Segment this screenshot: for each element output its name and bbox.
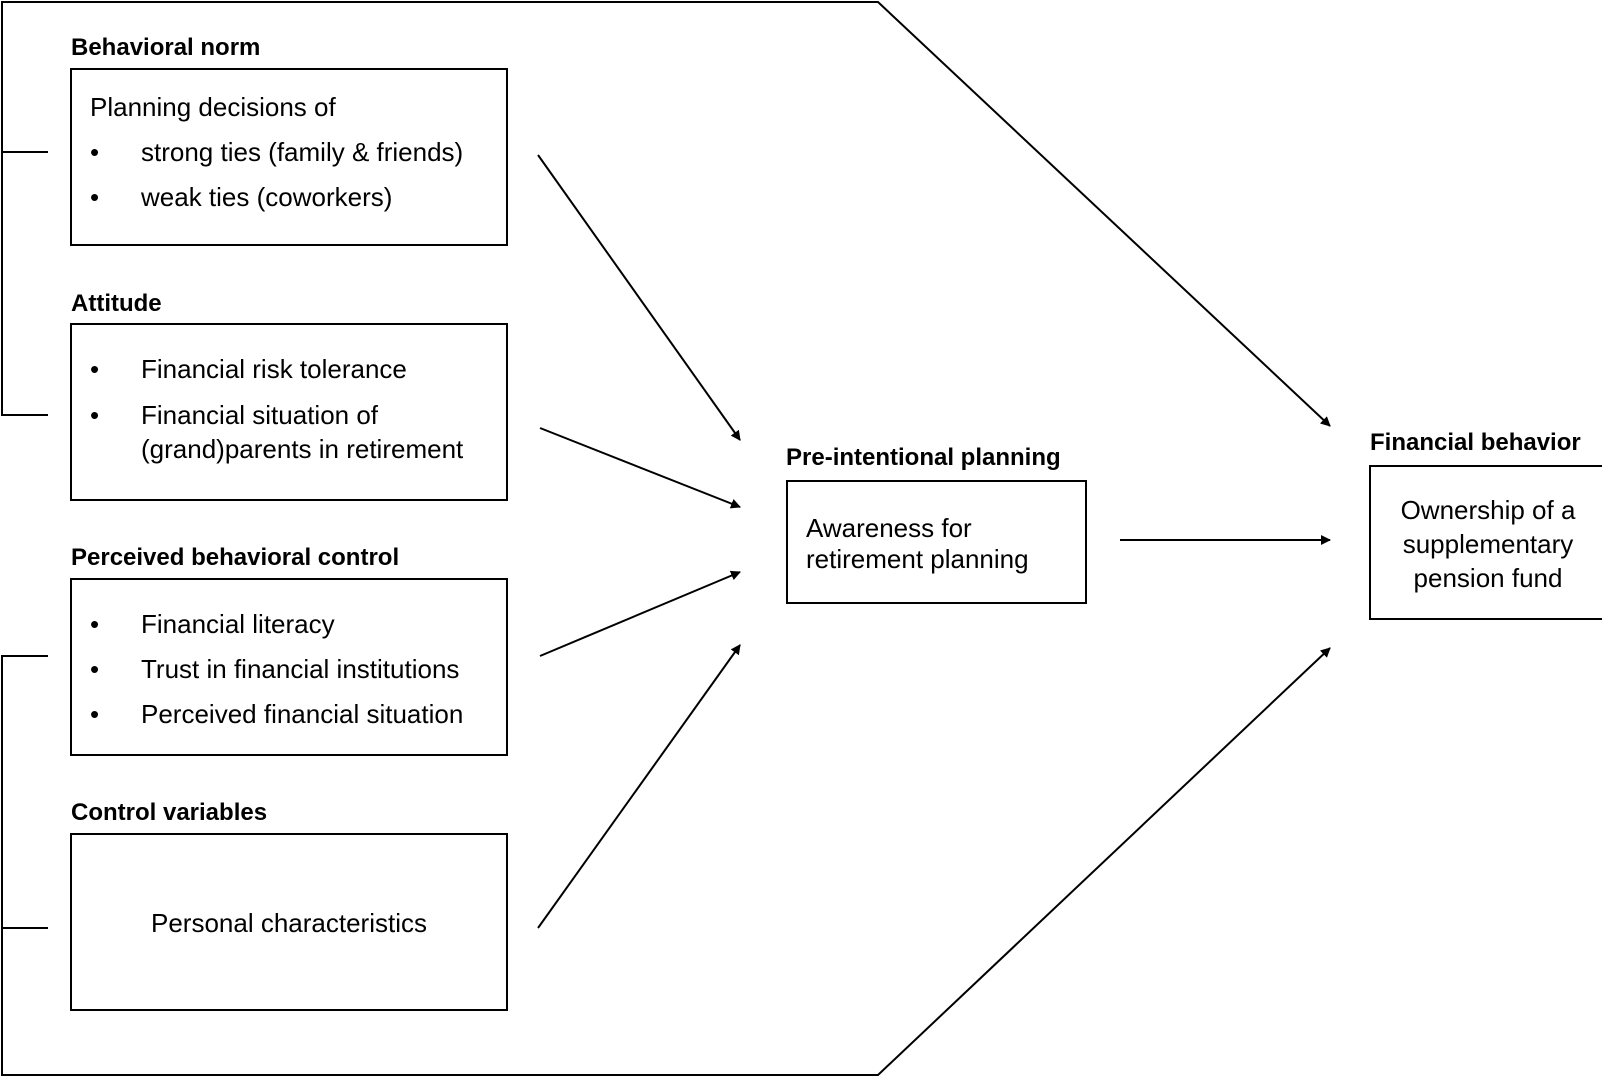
financial-behavior-line: supplementary bbox=[1402, 529, 1574, 559]
arrow-control-variables-to-planning bbox=[537, 644, 741, 929]
bullet-icon: • bbox=[90, 699, 100, 729]
pre-intentional-planning-box: Awareness for retirement planning bbox=[786, 480, 1087, 604]
arrow-control-to-planning bbox=[539, 570, 741, 657]
arrow-attitude-to-planning bbox=[539, 427, 741, 509]
bullet-icon: • bbox=[90, 354, 100, 384]
behavioral-norm-box: Planning decisions of • strong ties (fam… bbox=[70, 68, 508, 246]
financial-behavior-heading: Financial behavior bbox=[1370, 429, 1581, 456]
top-bracket-connector bbox=[1, 1, 1331, 427]
planning-line: Awareness for bbox=[806, 513, 972, 543]
control-variables-heading: Control variables bbox=[71, 799, 268, 826]
behavioral-norm-heading: Behavioral norm bbox=[71, 34, 261, 61]
bullet-icon: • bbox=[90, 609, 100, 639]
control-variables-text: Personal characteristics bbox=[151, 908, 427, 938]
behavioral-norm-intro: Planning decisions of bbox=[90, 92, 336, 122]
attitude-heading: Attitude bbox=[71, 290, 162, 317]
pre-intentional-planning-heading: Pre-intentional planning bbox=[786, 444, 1061, 471]
perceived-control-heading: Perceived behavioral control bbox=[71, 544, 400, 571]
bullet-icon: • bbox=[90, 654, 100, 684]
top-bracket-lower-tick bbox=[1, 152, 48, 416]
bullet-icon: • bbox=[90, 182, 100, 212]
financial-behavior-line: pension fund bbox=[1413, 563, 1563, 593]
bullet-icon: • bbox=[90, 137, 100, 167]
attitude-box: • Financial risk tolerance • Financial s… bbox=[70, 323, 508, 501]
planning-line: retirement planning bbox=[806, 544, 1029, 574]
bullet-icon: • bbox=[90, 400, 100, 430]
perceived-control-box: • Financial literacy • Trust in financia… bbox=[70, 578, 508, 756]
control-variables-box: Personal characteristics bbox=[70, 833, 508, 1011]
bottom-bracket-connector bbox=[1, 647, 1331, 1076]
financial-behavior-box: Ownership of a supplementary pension fun… bbox=[1369, 465, 1602, 620]
financial-behavior-line: Ownership of a bbox=[1400, 495, 1576, 525]
attitude-item-continuation: (grand)parents in retirement bbox=[141, 434, 464, 464]
arrow-behavioral-norm-to-planning bbox=[537, 154, 741, 441]
